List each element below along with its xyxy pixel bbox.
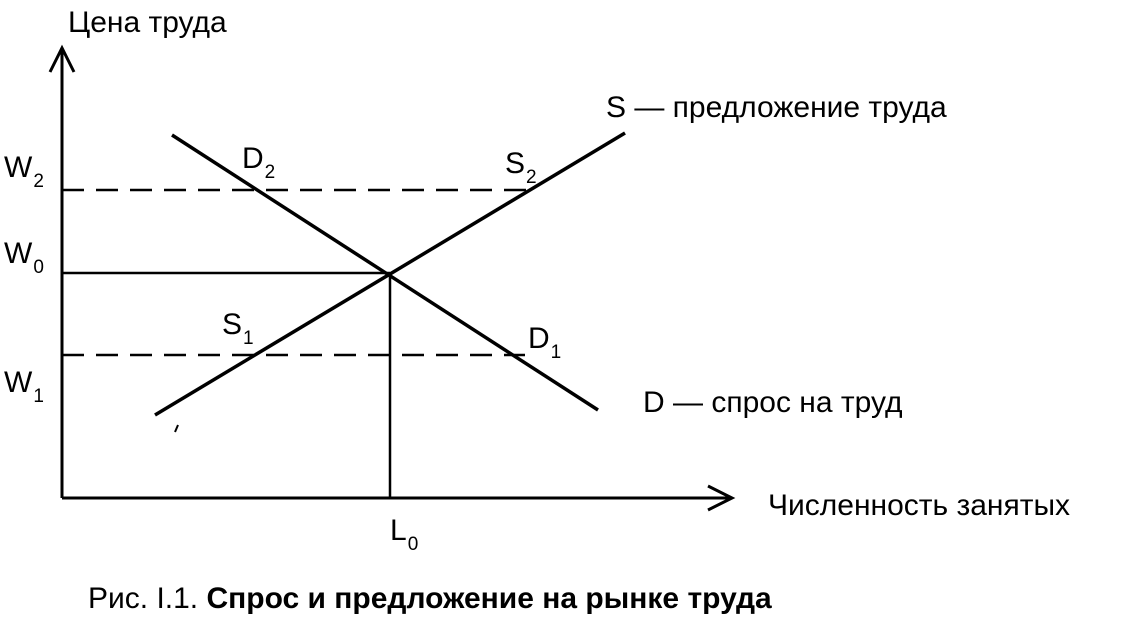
figure-caption: Рис. I.1. Спрос и предложение на рынке т… bbox=[88, 582, 772, 615]
y-axis-label: Цена труда bbox=[68, 6, 227, 39]
y-axis-arrow-icon bbox=[48, 44, 76, 73]
s2-label: S2 bbox=[505, 147, 537, 188]
w2-label: W2 bbox=[4, 151, 44, 192]
d2-label: D2 bbox=[242, 142, 275, 183]
supply-label: S — предложение труда bbox=[606, 91, 947, 124]
x-axis-arrow-icon bbox=[707, 484, 736, 512]
caption-title: Спрос и предложение на рынке труда bbox=[206, 582, 772, 615]
d1-label: D1 bbox=[528, 322, 561, 363]
w1-label: W1 bbox=[4, 366, 44, 407]
stray-mark bbox=[174, 424, 179, 433]
supply-curve bbox=[154, 131, 626, 417]
w0-label: W0 bbox=[4, 237, 44, 278]
demand-label: D — спрос на труд bbox=[643, 386, 902, 419]
l0-label: L0 bbox=[390, 514, 418, 555]
caption-prefix: Рис. I.1. bbox=[88, 582, 206, 615]
x-axis-label: Численность занятых bbox=[768, 489, 1070, 522]
demand-curve bbox=[171, 133, 599, 412]
s1-label: S1 bbox=[222, 308, 254, 349]
